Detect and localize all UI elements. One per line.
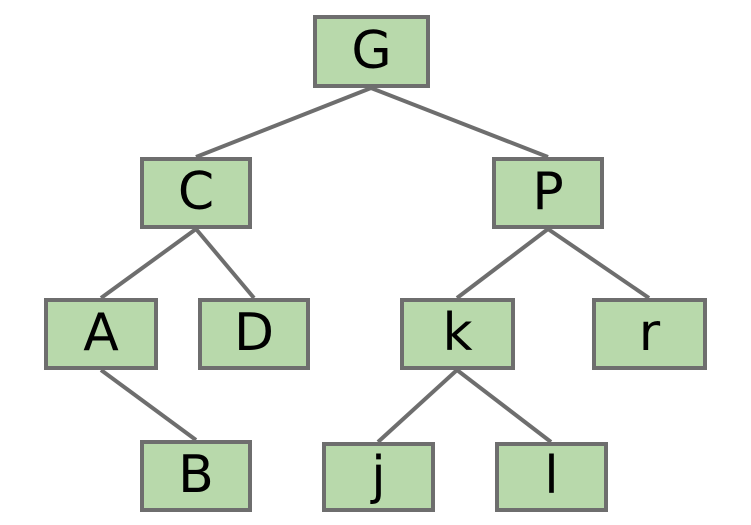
tree-node-j[interactable]: j [322, 442, 435, 512]
tree-node-label: A [83, 303, 119, 363]
tree-node-label: j [371, 446, 386, 506]
tree-node-G[interactable]: G [313, 15, 430, 88]
tree-node-C[interactable]: C [140, 157, 252, 229]
tree-node-A[interactable]: A [44, 298, 158, 370]
tree-node-P[interactable]: P [492, 157, 604, 229]
tree-node-label: G [351, 20, 392, 81]
tree-node-label: C [177, 162, 215, 222]
tree-node-D[interactable]: D [198, 298, 310, 370]
tree-node-label: P [532, 162, 564, 222]
tree-node-label: l [544, 446, 559, 506]
tree-node-label: D [233, 303, 275, 363]
tree-node-label: B [178, 445, 214, 505]
tree-node-l[interactable]: l [495, 442, 608, 512]
tree-node-label: k [442, 303, 473, 363]
tree-node-r[interactable]: r [592, 298, 707, 370]
tree-node-k[interactable]: k [400, 298, 515, 370]
tree-node-B[interactable]: B [140, 440, 252, 512]
tree-node-label: r [638, 303, 661, 363]
